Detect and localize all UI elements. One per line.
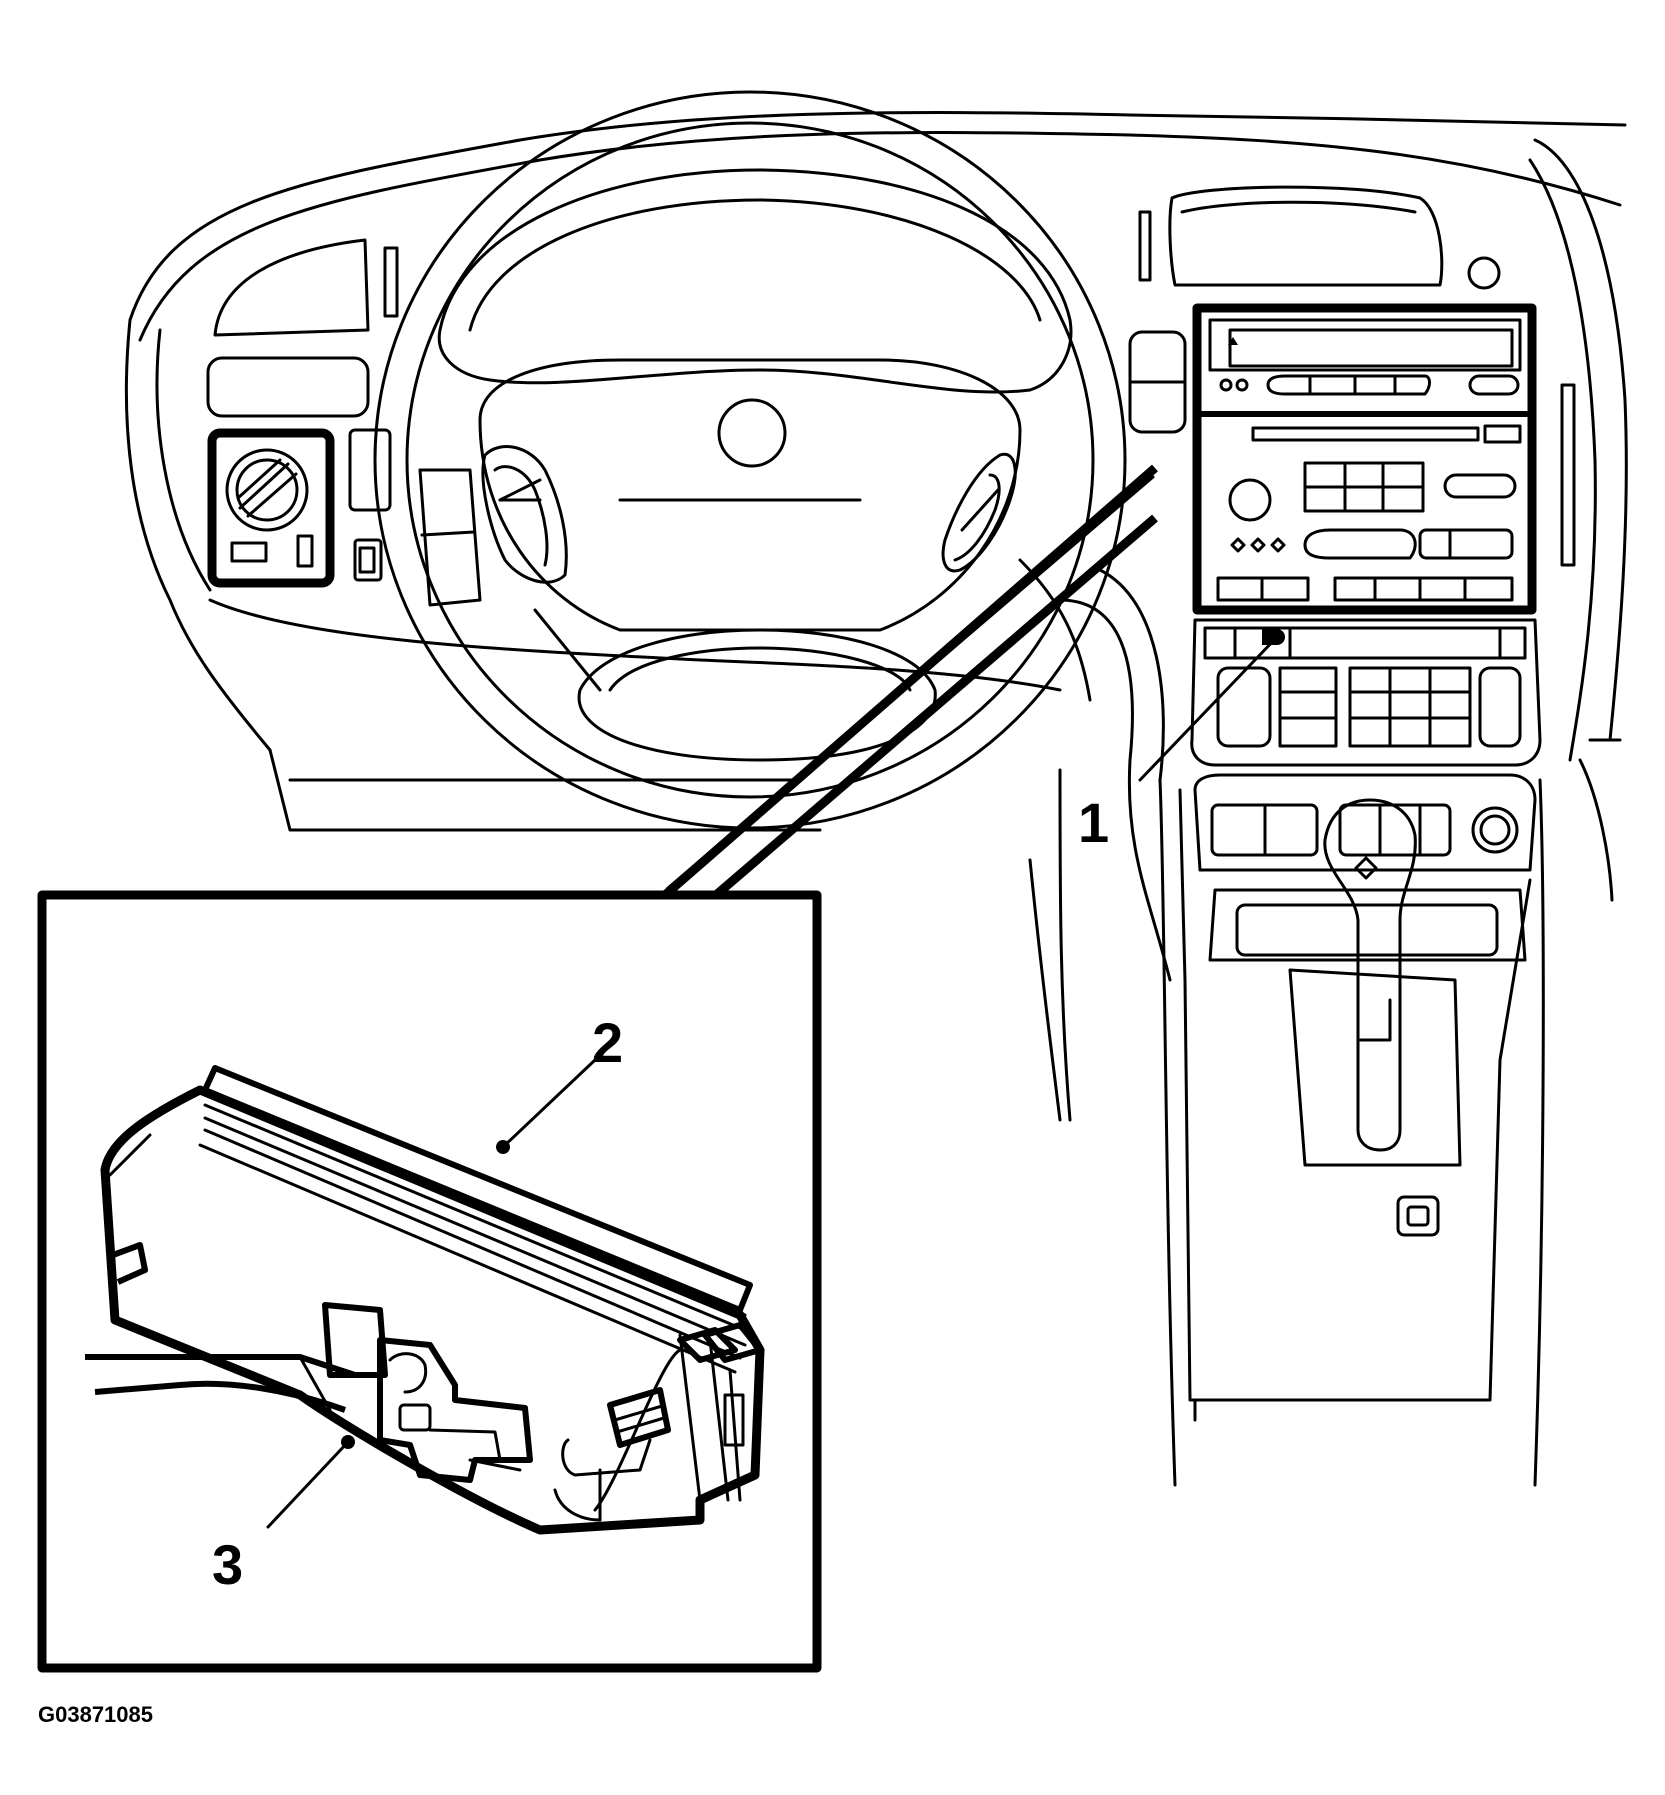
light-switch-knob [225, 448, 309, 532]
horn-emblem [717, 398, 787, 468]
gear-shifter-gate [1288, 968, 1462, 1167]
figure-id: G03871085 [38, 1702, 153, 1727]
callout-3-leader [266, 1435, 355, 1529]
detail-inset-frame [37, 890, 822, 1673]
climate-control-panel [1190, 618, 1542, 767]
callout-2-label: 2 [592, 1011, 623, 1074]
amplifier-unit [85, 1065, 765, 1535]
callout-2-leader [496, 1058, 597, 1154]
callout-3-label: 3 [212, 1533, 243, 1596]
center-stack [1028, 185, 1576, 1487]
callout-1-label: 1 [1078, 791, 1109, 854]
steering-wheel [373, 90, 1127, 830]
light-switch-panel [207, 428, 335, 588]
dashboard-outline [124, 111, 1628, 902]
callout-1-leader [1138, 629, 1285, 782]
gear-shifter-lever [1323, 798, 1417, 1152]
radio-head-unit [1192, 303, 1537, 615]
left-dash-panel [206, 238, 399, 588]
